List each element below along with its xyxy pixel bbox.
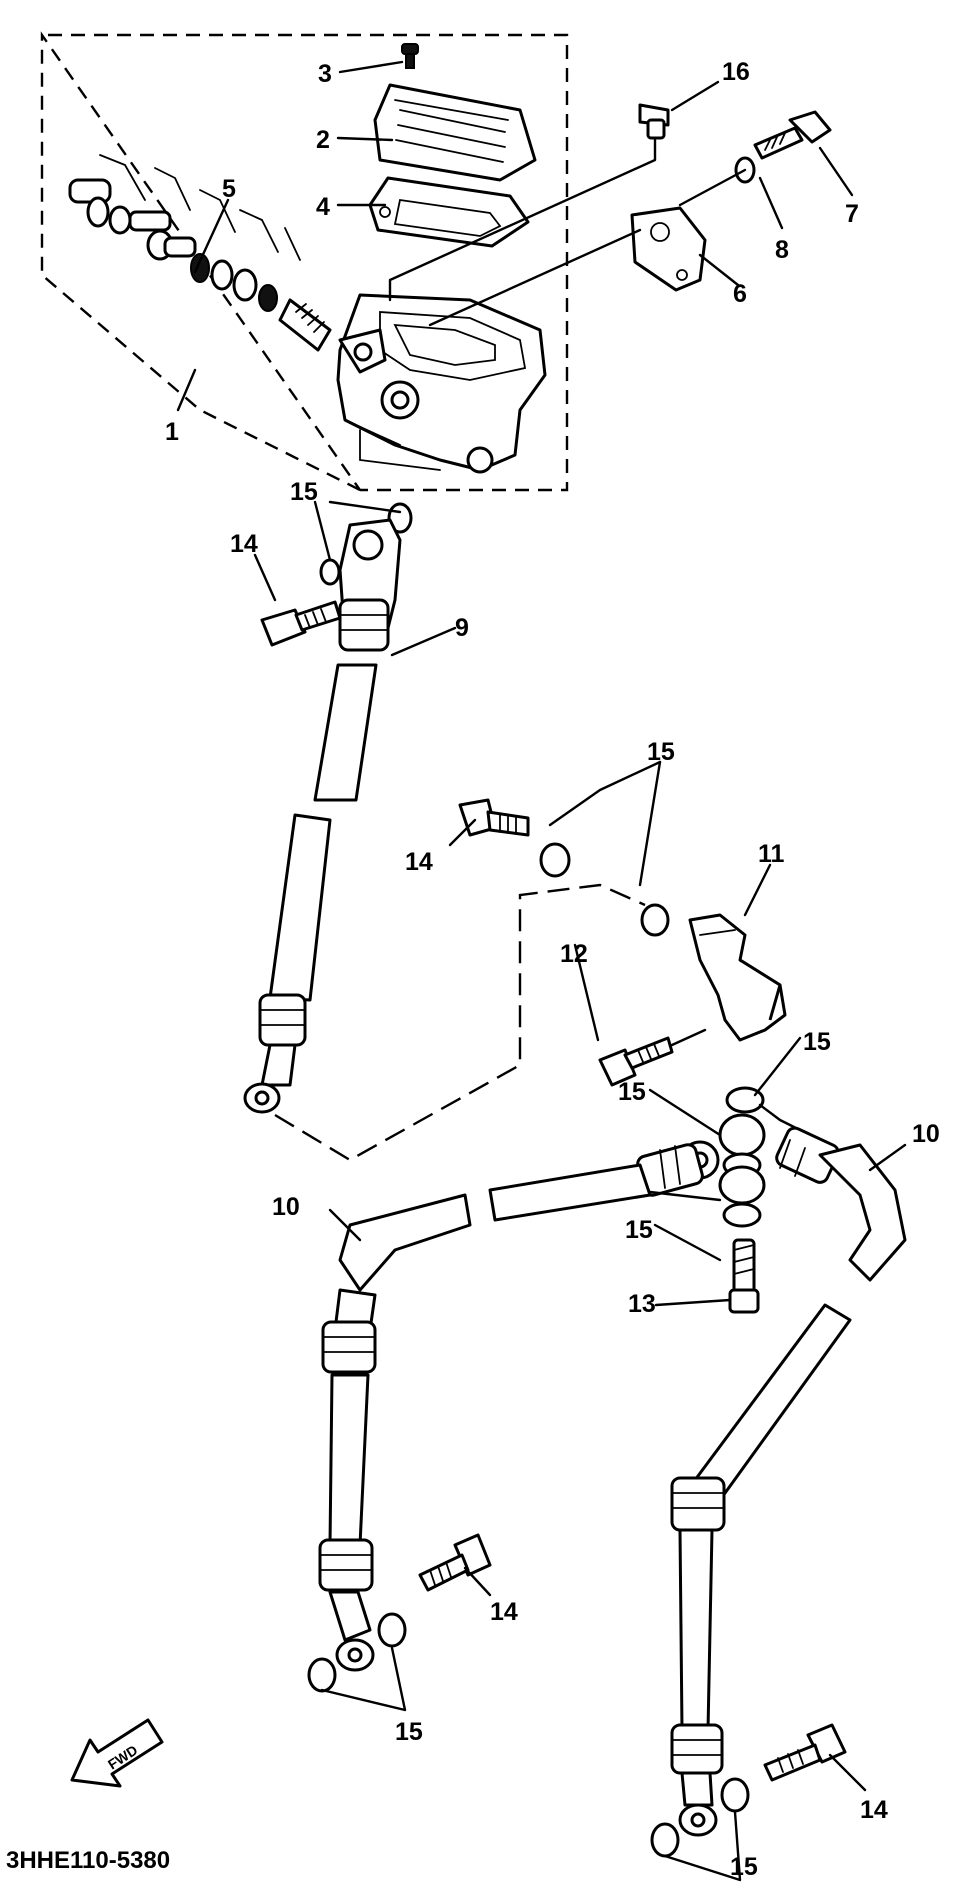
diagram-code: 3HHE110-5380 bbox=[6, 1847, 170, 1874]
callout-10-left: 10 bbox=[272, 1193, 300, 1221]
callout-14-top: 14 bbox=[230, 530, 258, 558]
callout-10-right: 10 bbox=[912, 1120, 940, 1148]
callout-15-left: 15 bbox=[395, 1718, 423, 1746]
callout-1: 1 bbox=[165, 418, 179, 446]
joint-bolt bbox=[598, 1036, 674, 1087]
joint-bolt-lower bbox=[728, 1238, 760, 1314]
copper-washer bbox=[377, 1612, 407, 1648]
callout-11: 11 bbox=[758, 840, 785, 868]
left-brake-hose bbox=[318, 1163, 652, 1672]
callout-15-joint-top: 15 bbox=[803, 1028, 831, 1056]
diaphragm bbox=[368, 176, 530, 248]
union-bolt bbox=[763, 1723, 847, 1782]
piston-kit bbox=[68, 154, 332, 352]
upper-brake-hose bbox=[243, 502, 413, 1114]
copper-washer bbox=[725, 1086, 765, 1114]
bleed-plug bbox=[638, 103, 670, 140]
reservoir-cap bbox=[373, 83, 537, 182]
right-brake-hose bbox=[670, 1143, 907, 1837]
callout-4: 4 bbox=[316, 193, 330, 221]
copper-washer bbox=[539, 842, 571, 878]
callout-15-joint-left: 15 bbox=[618, 1078, 646, 1106]
three-way-joint bbox=[688, 913, 787, 1042]
callout-9: 9 bbox=[455, 614, 469, 642]
copper-washer bbox=[650, 1822, 680, 1858]
callout-12: 12 bbox=[560, 940, 588, 968]
callout-14-right: 14 bbox=[860, 1796, 888, 1824]
callout-7: 7 bbox=[845, 200, 859, 228]
callout-16: 16 bbox=[722, 58, 750, 86]
callout-3: 3 bbox=[318, 60, 332, 88]
copper-washer bbox=[640, 903, 670, 937]
master-cylinder-body bbox=[336, 293, 547, 474]
leader-lines bbox=[176, 60, 907, 1882]
callout-15-mid: 15 bbox=[647, 738, 675, 766]
callout-14-mid: 14 bbox=[405, 848, 433, 876]
copper-washer bbox=[720, 1777, 750, 1813]
callout-8: 8 bbox=[775, 236, 789, 264]
banjo-fitting-stack bbox=[680, 1113, 766, 1228]
cap-screw bbox=[401, 43, 419, 69]
union-bolt bbox=[458, 798, 530, 837]
master-cylinder-holder bbox=[630, 206, 707, 292]
callout-15-top: 15 bbox=[290, 478, 318, 506]
callout-15-right: 15 bbox=[730, 1853, 758, 1881]
callout-2: 2 bbox=[316, 126, 330, 154]
holder-bolt bbox=[753, 110, 832, 160]
union-bolt bbox=[260, 600, 342, 647]
callout-15-joint-bottom: 15 bbox=[625, 1216, 653, 1244]
master-cylinder-assembly bbox=[40, 31, 569, 492]
callout-6: 6 bbox=[733, 280, 747, 308]
callout-13: 13 bbox=[628, 1290, 656, 1318]
union-bolt bbox=[418, 1533, 492, 1592]
forward-direction-arrow-icon: FWD bbox=[70, 1718, 164, 1788]
callout-14-left: 14 bbox=[490, 1598, 518, 1626]
copper-washer bbox=[307, 1657, 337, 1693]
callout-5: 5 bbox=[222, 175, 236, 203]
